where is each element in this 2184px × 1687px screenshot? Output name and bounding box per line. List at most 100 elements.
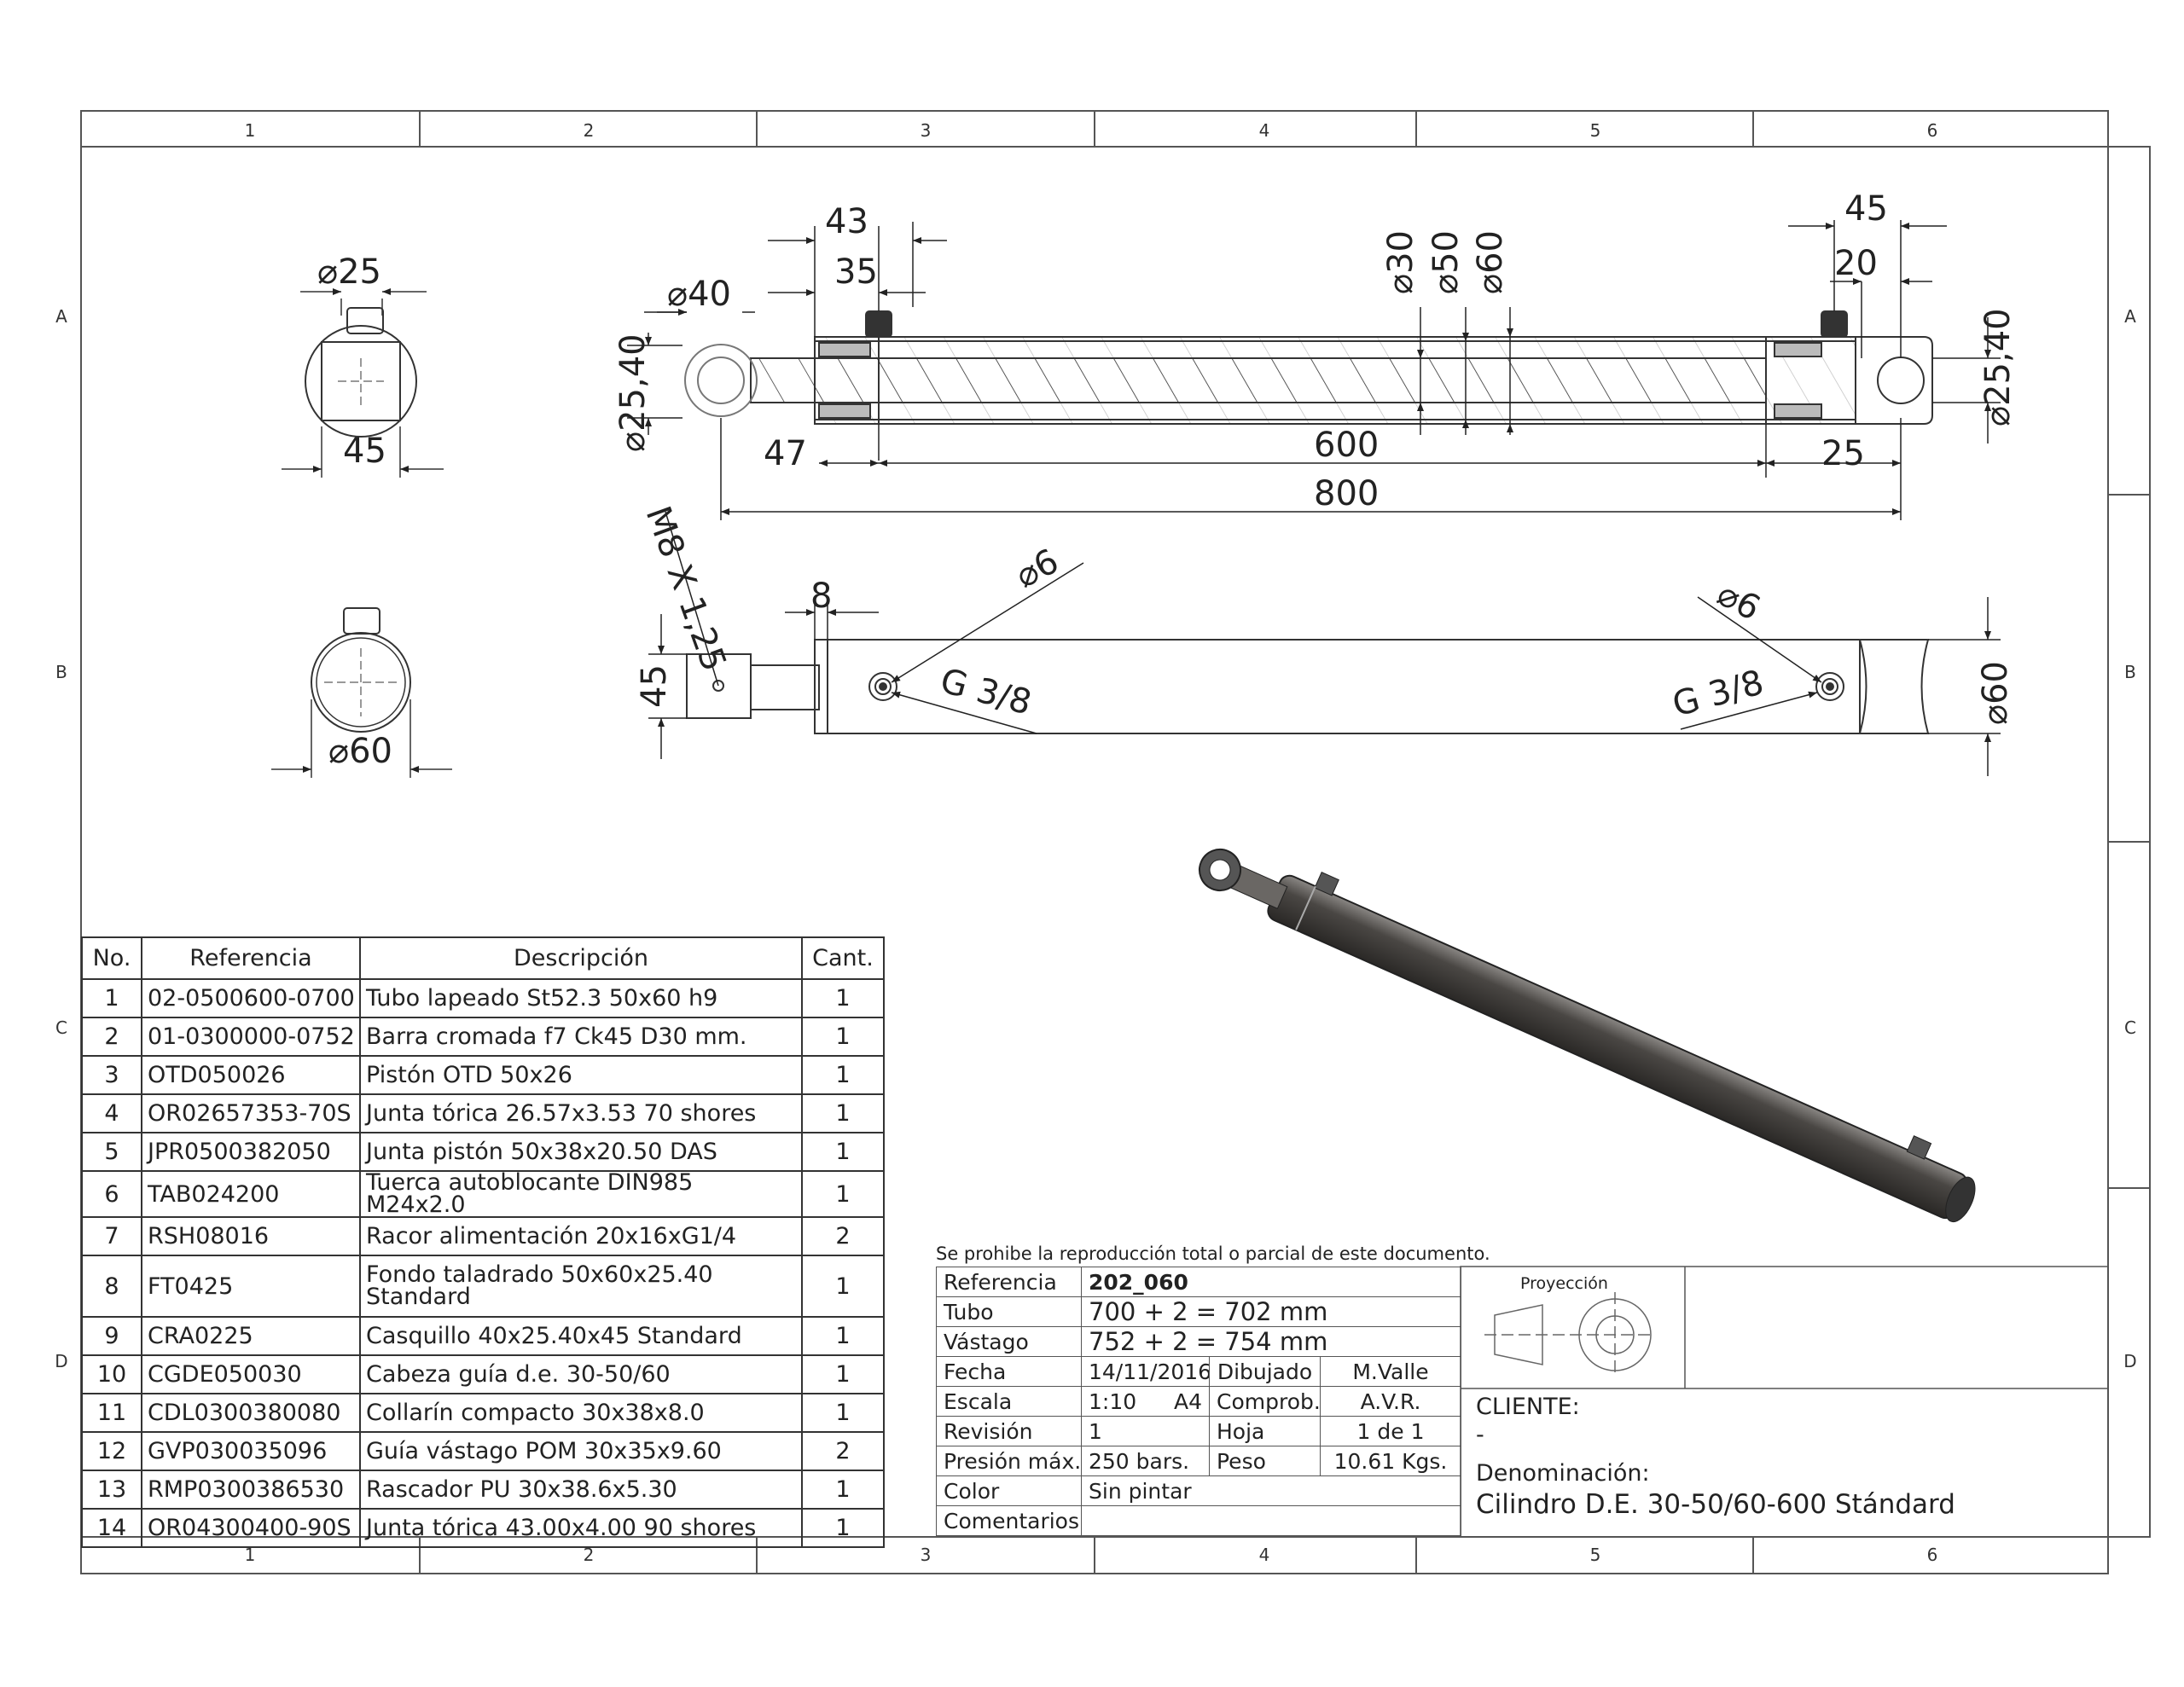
bom-cell-referencia: RMP0300386530: [141, 1470, 361, 1510]
tb-cliente: -: [1476, 1422, 1484, 1448]
tb-comentarios-label: Comentarios: [936, 1505, 1082, 1536]
col-label-top-2: 2: [584, 120, 595, 141]
bom-cell-no: 8: [81, 1255, 142, 1318]
dim-head-length-35: 35: [834, 252, 878, 292]
bom-cell-descripcion: Rascador PU 30x38.6x5.30: [359, 1470, 803, 1510]
bom-cell-referencia: RSH08016: [141, 1216, 361, 1256]
col-label-bottom-1: 1: [245, 1545, 256, 1565]
col-label-top-6: 6: [1927, 120, 1938, 141]
bom-cell-no: 7: [81, 1216, 142, 1256]
bom-cell-no: 1: [81, 978, 142, 1018]
cap-end-view: [271, 607, 452, 778]
bom-cell-descripcion: Junta tórica 26.57x3.53 70 shores: [359, 1093, 803, 1133]
tb-revision-label: Revisión: [936, 1416, 1082, 1446]
bom-header-cant: Cant.: [801, 936, 885, 980]
bom-cell-descripcion: Tuerca autoblocante DIN985 M24x2.0: [359, 1170, 803, 1218]
tb-comprob-label: Comprob.: [1209, 1386, 1321, 1417]
bom-cell-referencia: CDL0300380080: [141, 1393, 361, 1433]
dim-length-25: 25: [1821, 434, 1865, 473]
bom-cell-descripcion: Junta tórica 43.00x4.00 90 shores: [359, 1508, 803, 1548]
bom-cell-referencia: OR04300400-90S: [141, 1508, 361, 1548]
bom-cell-no: 13: [81, 1470, 142, 1510]
projection-symbol: [1484, 1292, 1655, 1377]
tb-fecha: 14/11/2016: [1081, 1356, 1210, 1387]
side-dimensions: [648, 511, 2001, 776]
bom-header-no: No.: [81, 936, 142, 980]
bom-cell-cant: 1: [801, 978, 885, 1018]
bom-header-row: No. Referencia Descripción Cant.: [81, 936, 885, 980]
bom-cell-cant: 1: [801, 1354, 885, 1394]
row-label-left-d: D: [55, 1351, 67, 1371]
section-dim-labels: ⌀40 ⌀25,40 43 35 ⌀30 ⌀50 ⌀60 45 20 ⌀25,4…: [613, 189, 2018, 513]
col-label-bottom-2: 2: [584, 1545, 595, 1565]
bom-cell-referencia: TAB024200: [141, 1170, 361, 1218]
dim-tube-diameter-side: ⌀60: [1976, 661, 2015, 725]
left-margin: [2108, 494, 2150, 1189]
bom-cell-no: 14: [81, 1508, 142, 1548]
dim-pin-diameter: ⌀40: [667, 275, 731, 314]
col-label-bottom-3: 3: [921, 1545, 932, 1565]
section-dimensions: [627, 220, 2001, 520]
row-label-right-c: C: [2124, 1017, 2136, 1038]
bom-cell-referencia: JPR0500382050: [141, 1132, 361, 1172]
bom-cell-referencia: CRA0225: [141, 1316, 361, 1356]
tb-cliente-label: CLIENTE:: [1476, 1394, 1580, 1420]
col-label-bottom-5: 5: [1590, 1545, 1601, 1565]
dim-length-47: 47: [764, 434, 807, 473]
bom-cell-no: 11: [81, 1393, 142, 1433]
tb-presion: 250 bars.: [1081, 1446, 1210, 1476]
tb-escala-label: Escala: [936, 1386, 1082, 1417]
isometric-view: [1199, 849, 1976, 1223]
col-label-bottom-6: 6: [1927, 1545, 1938, 1565]
bom-cell-no: 9: [81, 1316, 142, 1356]
bom-header-descripcion: Descripción: [359, 936, 803, 980]
tb-dibujado: M.Valle: [1320, 1356, 1461, 1387]
row-label-right-d: D: [2123, 1351, 2136, 1371]
bom-cell-referencia: OR02657353-70S: [141, 1093, 361, 1133]
tb-comentarios: [1081, 1505, 1461, 1536]
dim-cap-end-diameter: ⌀60: [328, 732, 392, 771]
bom-cell-cant: 1: [801, 1017, 885, 1057]
bom-cell-cant: 1: [801, 1132, 885, 1172]
bom-cell-cant: 1: [801, 1393, 885, 1433]
col-label-top-3: 3: [921, 120, 932, 141]
bom-cell-referencia: GVP030035096: [141, 1431, 361, 1471]
bom-cell-cant: 1: [801, 1055, 885, 1095]
bom-cell-cant: 1: [801, 1255, 885, 1318]
dim-tube-od: ⌀60: [1471, 230, 1510, 294]
bom-cell-descripcion: Barra cromada f7 Ck45 D30 mm.: [359, 1017, 803, 1057]
col-label-bottom-4: 4: [1259, 1545, 1270, 1565]
dim-cap-length-45: 45: [1844, 189, 1888, 229]
bom-cell-descripcion: Tubo lapeado St52.3 50x60 h9: [359, 978, 803, 1018]
bom-cell-cant: 2: [801, 1216, 885, 1256]
dim-stroke-600: 600: [1314, 426, 1379, 465]
tb-tubo-label: Tubo: [936, 1296, 1082, 1327]
bom-cell-cant: 1: [801, 1170, 885, 1218]
tb-vastago: 752 + 2 = 754 mm: [1081, 1326, 1461, 1357]
dim-rod-diameter: ⌀30: [1381, 230, 1420, 294]
row-label-right-b: B: [2124, 662, 2136, 682]
dim-cap-eye-bore: ⌀25,40: [1978, 308, 2018, 426]
tb-dibujado-label: Dibujado: [1209, 1356, 1321, 1387]
col-label-top-1: 1: [245, 120, 256, 141]
row-label-left-c: C: [55, 1017, 67, 1038]
dim-rod-end-width: 45: [343, 432, 386, 471]
rod-end-view: [282, 288, 444, 478]
bom-header-referencia: Referencia: [141, 936, 361, 980]
dim-rod-end-diameter: ⌀25: [317, 252, 381, 292]
bom-cell-descripcion: Junta pistón 50x38x20.50 DAS: [359, 1132, 803, 1172]
bom-cell-no: 6: [81, 1170, 142, 1218]
bom-cell-no: 10: [81, 1354, 142, 1394]
bom-cell-no: 2: [81, 1017, 142, 1057]
